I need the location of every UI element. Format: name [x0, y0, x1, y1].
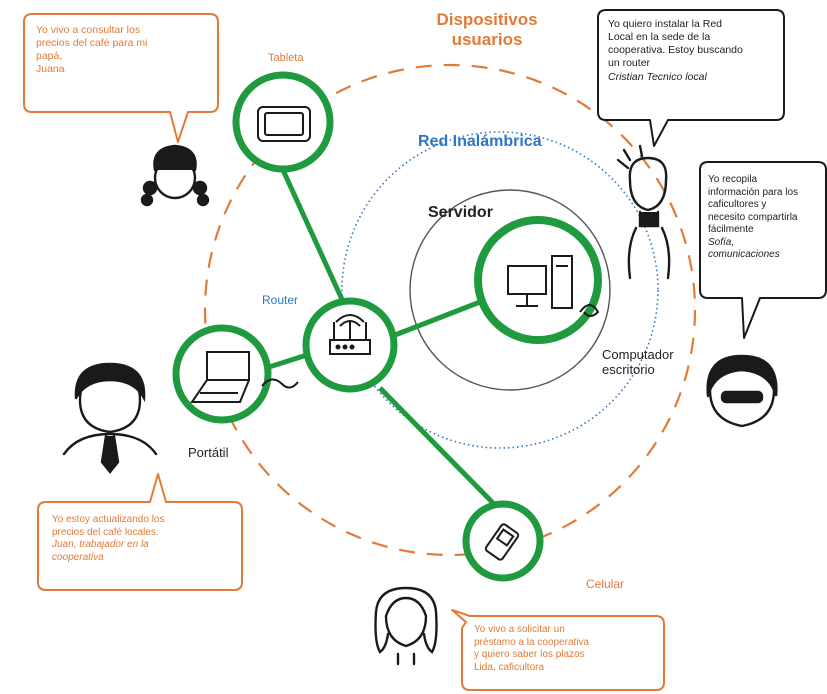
desktop-label-line-1: Computador: [602, 347, 674, 362]
sofia-line-4: necesito compartirla: [708, 211, 798, 223]
cristian-line-4: un router: [608, 57, 651, 70]
sofia-person-icon: [706, 354, 778, 428]
link-router-desktop: [394, 299, 481, 338]
mobile-phone-icon: [484, 523, 520, 561]
bubble-lida-text: Yo vivo a solicitar un préstamo a la coo…: [474, 624, 589, 674]
sofia-line-3: caficultores y: [708, 199, 767, 210]
sofia-line-5: fácilmente: [708, 224, 754, 235]
tablet-node: [232, 71, 334, 173]
sofia-author-2: comunicaciones: [708, 249, 780, 260]
bubble-sofia: [699, 161, 827, 339]
desktop-label-line-2: escritorio: [602, 361, 655, 377]
title-line-2: usuarios: [451, 29, 523, 49]
cristian-person-icon: [616, 144, 671, 280]
bubble-juan: [37, 473, 243, 591]
lida-person-icon: [374, 586, 438, 666]
desktop-label: Computador escritorio: [602, 347, 674, 378]
lida-line-2: préstamo a la cooperativa: [474, 636, 590, 648]
juan-author-2: cooperativa: [52, 551, 104, 563]
phone-label: Celular: [586, 577, 625, 591]
users-orbit-circle: [203, 63, 697, 557]
laptop-label: Portátil: [188, 445, 229, 460]
juana-person-icon: [140, 144, 210, 207]
bubble-juana-text: Yo vivo a consultar los precios del café…: [36, 24, 147, 77]
title-line-1: Dispositivos: [436, 10, 538, 29]
wireless-network-label: Red Inalámbrica: [418, 133, 542, 150]
juan-line-1: Yo estoy actualizando los: [52, 514, 165, 525]
router-icon: [329, 314, 371, 355]
cristian-line-1: Yo quiero instalar la Red: [608, 18, 723, 30]
bubble-juan-text: Yo estoy actualizando los precios del ca…: [52, 514, 165, 564]
juana-author: Juana: [36, 63, 65, 76]
sofia-line-2: información para los: [708, 186, 799, 198]
cristian-author: Cristian Tecnico local: [608, 70, 707, 83]
juana-line-1: Yo vivo a consultar los: [36, 24, 141, 36]
speech-bubbles: [23, 9, 827, 691]
wireless-network-circle: [341, 131, 659, 449]
bubble-lida: [451, 609, 665, 691]
sofia-author-1: Sofía,: [708, 236, 735, 248]
lida-line-1: Yo vivo a solicitar un: [474, 624, 565, 635]
bubble-juana: [23, 13, 219, 143]
server-label: Servidor: [428, 204, 493, 221]
lida-author: Lida, caficultora: [474, 661, 545, 673]
desktop-computer-icon: [507, 255, 600, 317]
juana-line-3: papá,: [36, 50, 63, 63]
server-circle: [409, 189, 611, 391]
laptop-node: [172, 324, 299, 424]
laptop-icon: [190, 351, 299, 403]
sofia-line-1: Yo recopila: [708, 174, 758, 185]
cristian-line-2: Local en la sede de la: [608, 31, 711, 44]
link-router-laptop: [265, 351, 311, 371]
juana-line-2: precios del café para mi: [36, 37, 148, 50]
bubble-sofia-text: Yo recopila información para los caficul…: [708, 174, 798, 262]
juan-author-1: Juan, trabajador en la: [52, 539, 149, 550]
router-label: Router: [262, 293, 299, 307]
bubble-cristian: [597, 9, 785, 147]
phone-node: [462, 500, 544, 582]
diagram-title: Dispositivos usuarios: [432, 10, 542, 49]
tablet-icon: [257, 106, 311, 142]
desktop-node: [474, 216, 602, 344]
lida-line-3: y quiero saber los plazos: [474, 649, 585, 660]
cristian-line-3: cooperativa. Estoy buscando: [608, 44, 743, 57]
bubble-cristian-text: Yo quiero instalar la Red Local en la se…: [608, 18, 743, 84]
link-router-phone: [378, 386, 497, 507]
tablet-label: Tableta: [268, 52, 304, 64]
juan-person-icon: [62, 362, 158, 474]
router-node: [302, 297, 398, 393]
juan-line-2: precios del café locales.: [52, 526, 159, 538]
